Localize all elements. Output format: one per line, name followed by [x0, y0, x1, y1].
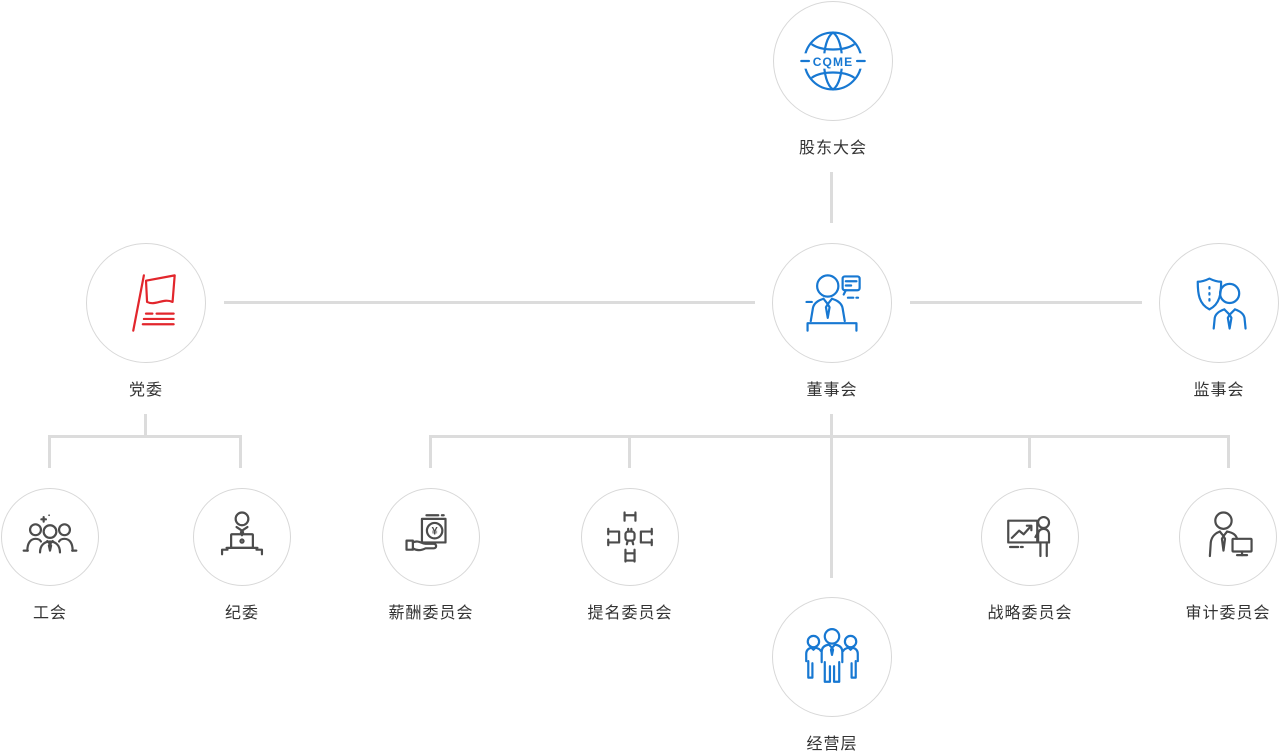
chart-presentation-icon: [1001, 508, 1059, 566]
node-label: 纪委: [224, 605, 260, 622]
connector-board-management: [830, 414, 833, 578]
red-flag-icon: [112, 269, 180, 337]
node-remuneration-committee: ¥ 薪酬委员会: [382, 488, 480, 622]
node-nomination-committee: 提名委员会: [581, 488, 679, 622]
person-monitor-icon: [1199, 508, 1257, 566]
node-label: 经营层: [806, 736, 858, 753]
yen-symbol: ¥: [432, 526, 438, 538]
connector-drop-remuneration: [429, 435, 432, 468]
node-strategy-committee: 战略委员会: [981, 488, 1079, 622]
party-committee-circle: [86, 243, 206, 363]
connector-board-children-rail: [429, 435, 1230, 438]
connector-party-stub: [144, 414, 147, 436]
connector-board-supervisory: [910, 301, 1142, 304]
connector-drop-strategy: [1028, 435, 1031, 468]
presenter-speech-icon: [798, 269, 866, 337]
strategy-committee-circle: [981, 488, 1079, 586]
shield-person-icon: [1185, 269, 1253, 337]
node-label: 薪酬委员会: [388, 605, 474, 622]
node-label: 战略委员会: [987, 605, 1073, 622]
connector-shareholders-board: [830, 172, 833, 223]
labor-union-circle: [1, 488, 99, 586]
connector-party-children-rail: [48, 435, 242, 438]
node-label: 监事会: [1193, 382, 1245, 399]
node-label: 工会: [32, 605, 68, 622]
node-shareholders: CQME 股东大会: [773, 1, 893, 157]
node-labor-union: 工会: [1, 488, 99, 622]
team-icon: [799, 624, 865, 690]
person-laptop-icon: [213, 508, 271, 566]
node-supervisory-board: 监事会: [1159, 243, 1279, 399]
connector-drop-audit: [1227, 435, 1230, 468]
connector-drop-labor-union: [48, 435, 51, 468]
node-discipline-committee: 纪委: [193, 488, 291, 622]
node-audit-committee: 审计委员会: [1179, 488, 1277, 622]
node-label: 提名委员会: [587, 605, 673, 622]
discipline-committee-circle: [193, 488, 291, 586]
node-label: 审计委员会: [1185, 605, 1271, 622]
connector-drop-discipline: [239, 435, 242, 468]
board-circle: [772, 243, 892, 363]
node-label: 党委: [128, 382, 164, 399]
people-group-icon: [21, 514, 79, 566]
globe-icon-text: CQME: [813, 55, 853, 69]
audit-committee-circle: [1179, 488, 1277, 586]
node-label: 股东大会: [798, 140, 868, 157]
node-label: 董事会: [806, 382, 858, 399]
shareholders-circle: CQME: [773, 1, 893, 121]
node-party-committee: 党委: [86, 243, 206, 399]
remuneration-committee-circle: ¥: [382, 488, 480, 586]
selection-hand-icon: [601, 508, 659, 566]
node-board-of-directors: 董事会: [772, 243, 892, 399]
salary-hand-icon: ¥: [402, 508, 460, 566]
nomination-committee-circle: [581, 488, 679, 586]
connector-drop-nomination: [628, 435, 631, 468]
connector-party-board: [224, 301, 755, 304]
node-management: 经营层: [772, 597, 892, 753]
management-circle: [772, 597, 892, 717]
globe-cqme-icon: CQME: [798, 26, 868, 96]
supervisory-board-circle: [1159, 243, 1279, 363]
